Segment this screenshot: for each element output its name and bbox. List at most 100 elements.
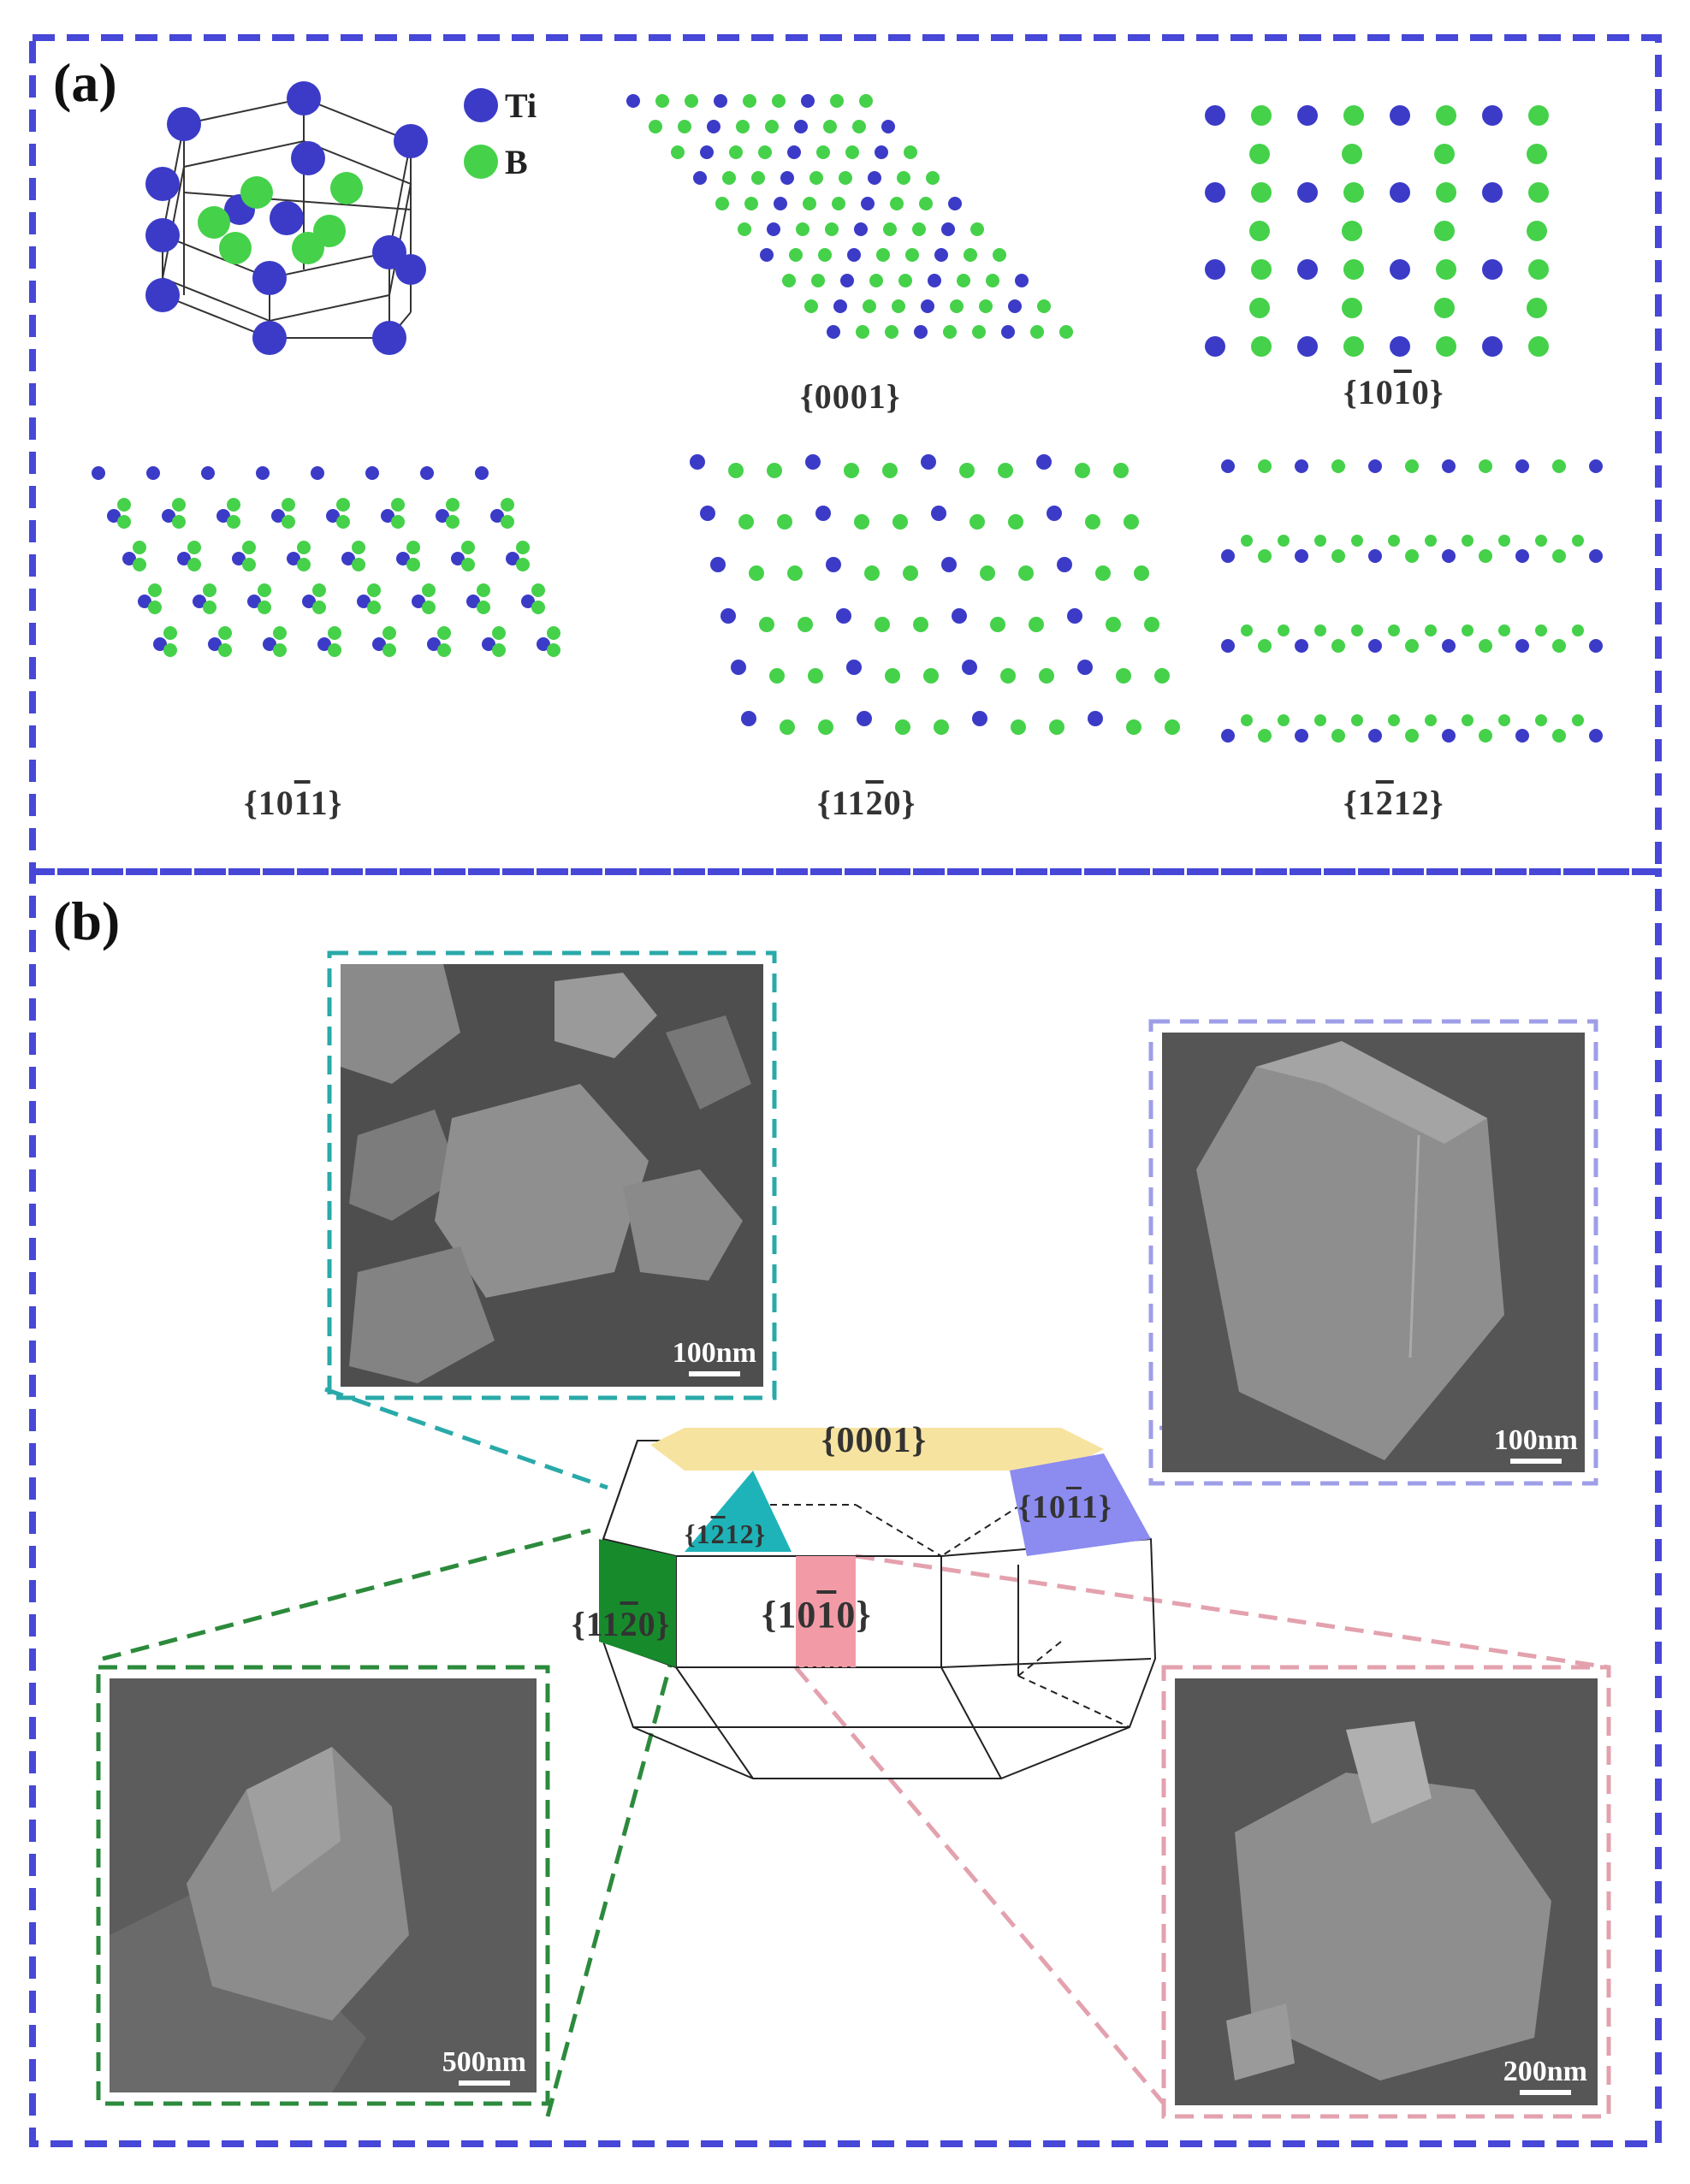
ti-atom	[1442, 639, 1456, 653]
b-atom	[823, 120, 837, 133]
b-atom	[818, 719, 833, 735]
b-atom	[437, 643, 451, 657]
ti-atom	[357, 595, 371, 608]
b-atom	[1388, 535, 1400, 547]
b-atom	[804, 299, 818, 313]
b-atom	[964, 248, 977, 262]
facet-label-11-20: {1120}	[572, 1605, 671, 1643]
b-atom	[1528, 105, 1549, 126]
b-atom	[422, 583, 436, 597]
b-atom	[808, 668, 823, 684]
ti-atom	[193, 595, 206, 608]
ti-atom	[1482, 182, 1503, 203]
facet-label-10-10: {1010}	[762, 1594, 872, 1636]
ti-atom	[1047, 506, 1062, 521]
ti-atom	[1442, 729, 1456, 743]
ti-atom	[1205, 336, 1225, 357]
ti-atom	[1297, 259, 1318, 280]
b-atom	[1241, 714, 1253, 726]
b-atom	[913, 617, 928, 632]
ti-atom	[122, 552, 136, 565]
ti-atom	[138, 595, 151, 608]
b-atom	[446, 498, 460, 512]
ti-atom	[475, 466, 489, 480]
b-atom	[759, 617, 774, 632]
b-atom	[895, 719, 910, 735]
b-atom	[1388, 624, 1400, 636]
b-atom	[1258, 729, 1272, 743]
b-atom	[986, 274, 999, 287]
b-atom	[885, 325, 898, 339]
b-atom	[1527, 221, 1547, 241]
ti-atom	[741, 711, 756, 726]
b-atom	[758, 145, 772, 159]
b-atom	[1049, 719, 1064, 735]
ti-atom	[256, 466, 270, 480]
b-atom	[516, 541, 530, 554]
b-atom	[1343, 105, 1364, 126]
b-atom	[148, 601, 162, 614]
ti-atom	[690, 454, 705, 470]
legend-ti-label: Ti	[505, 86, 537, 125]
ti-atom	[365, 466, 379, 480]
b-atom	[751, 171, 765, 185]
ti-atom	[952, 608, 967, 624]
b-atom	[1008, 514, 1023, 530]
b-atom	[970, 514, 985, 530]
facet-label-10-11: {1011}	[1018, 1489, 1112, 1525]
ti-atom	[1442, 549, 1456, 563]
b-atom	[1258, 549, 1272, 563]
ti-atom	[693, 171, 707, 185]
ti-atom	[1482, 336, 1503, 357]
b-atom	[187, 558, 201, 571]
ti-atom	[92, 466, 105, 480]
b-atom	[789, 248, 803, 262]
b-atom	[1075, 463, 1090, 478]
b-atom	[492, 626, 506, 640]
ti-atom	[153, 637, 167, 651]
b-atom	[1342, 144, 1362, 164]
ti-atom	[861, 197, 875, 210]
ti-atom	[921, 299, 934, 313]
facet-label-0001: {0001}	[821, 1421, 928, 1460]
b-atom	[1342, 298, 1362, 318]
b-atom	[391, 498, 405, 512]
ti-atom	[826, 557, 841, 572]
b-atom	[876, 248, 890, 262]
b-atom	[904, 145, 917, 159]
ti-atom	[846, 660, 862, 675]
b-atom	[547, 626, 560, 640]
b-atom	[990, 617, 1005, 632]
b-atom	[1552, 729, 1566, 743]
b-atom	[391, 515, 405, 529]
b-atom	[501, 515, 514, 529]
ti-atom	[412, 595, 425, 608]
ti-atom	[941, 222, 955, 236]
b-atom	[477, 601, 490, 614]
b-atom	[1405, 729, 1419, 743]
b-atom	[1462, 535, 1474, 547]
b-atom	[767, 463, 782, 478]
b-atom	[787, 565, 803, 581]
ti-atom	[1515, 459, 1529, 473]
b-atom	[531, 601, 545, 614]
b-atom	[1134, 565, 1149, 581]
b-atom	[1351, 624, 1363, 636]
b-atom	[242, 541, 256, 554]
b-atom	[864, 565, 880, 581]
b-atom	[1535, 535, 1547, 547]
ti-atom	[774, 197, 787, 210]
ti-atom	[1015, 274, 1029, 287]
ti-atom	[1368, 459, 1382, 473]
b-atom	[809, 171, 823, 185]
ti-atom	[1088, 711, 1103, 726]
ti-atom	[1205, 105, 1225, 126]
b-atom	[1331, 549, 1345, 563]
b-atom	[839, 171, 852, 185]
b-atom	[547, 643, 560, 657]
ti-atom	[436, 509, 449, 523]
ti-atom	[857, 711, 872, 726]
b-atom	[1165, 719, 1180, 735]
ti-atom	[1482, 105, 1503, 126]
b-atom	[798, 617, 813, 632]
